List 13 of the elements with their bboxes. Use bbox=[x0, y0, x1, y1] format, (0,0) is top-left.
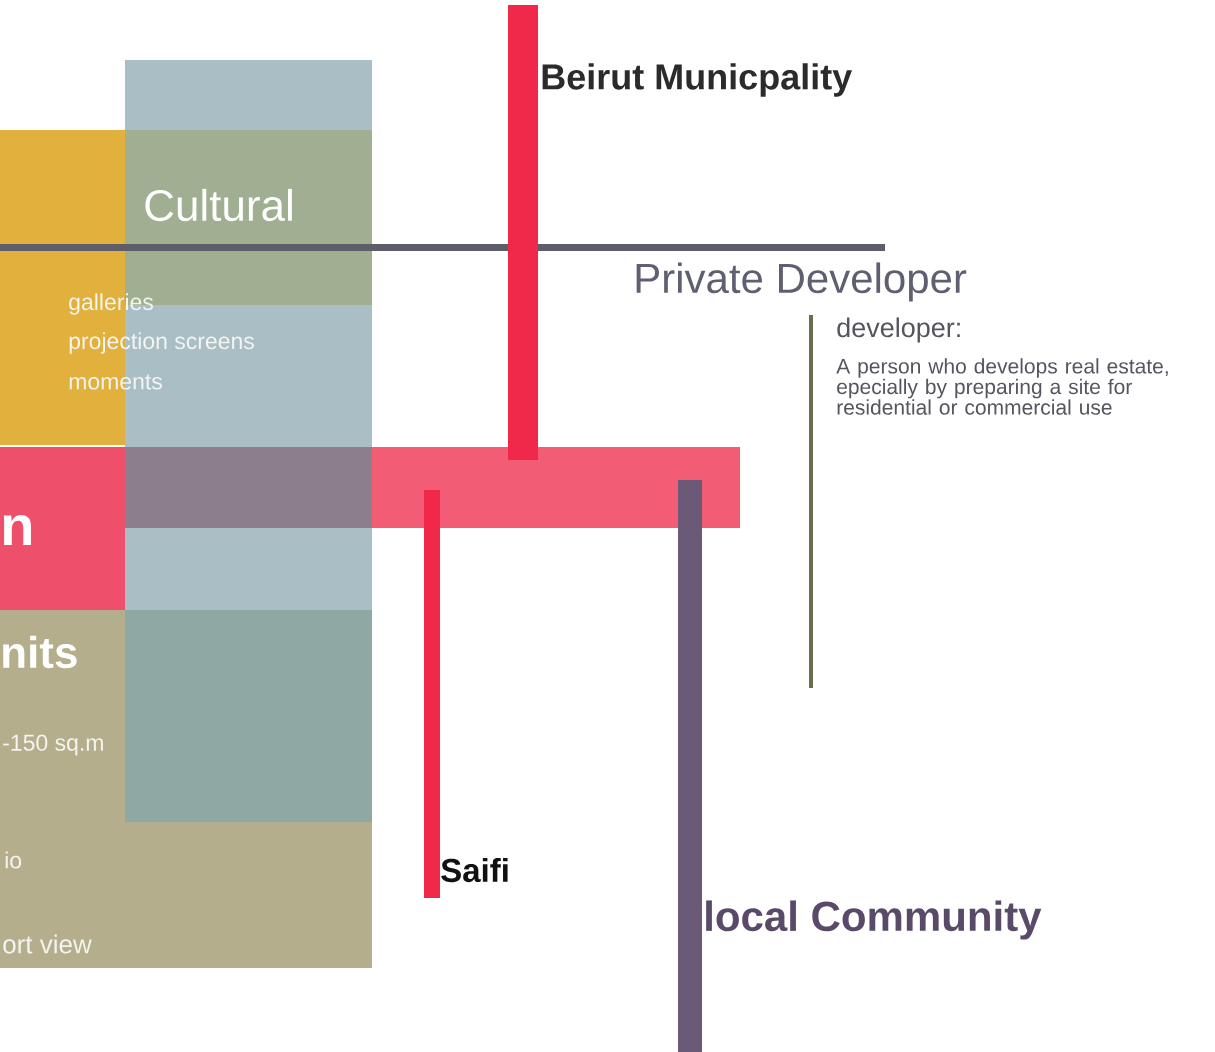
definition-text: A person who develops real estate, epecially by preparing a site for residential or commercial use bbox=[836, 358, 1168, 415]
heading-label: Beirut Municpality bbox=[542, 63, 853, 97]
term-label: developer: bbox=[837, 317, 960, 343]
list-item: ort view bbox=[3, 934, 92, 954]
heading-label: n bbox=[3, 514, 31, 546]
heading-label: Cultural bbox=[145, 188, 292, 222]
list-item: -150 sq.m bbox=[3, 734, 103, 756]
heading-label: Saifi bbox=[441, 857, 508, 883]
list-item: galleries bbox=[69, 293, 153, 315]
heading-label: Private Developer bbox=[636, 262, 967, 302]
heading-label: nits bbox=[3, 635, 77, 669]
heading-label: local Community bbox=[706, 900, 1042, 940]
list-item: io bbox=[5, 851, 22, 869]
